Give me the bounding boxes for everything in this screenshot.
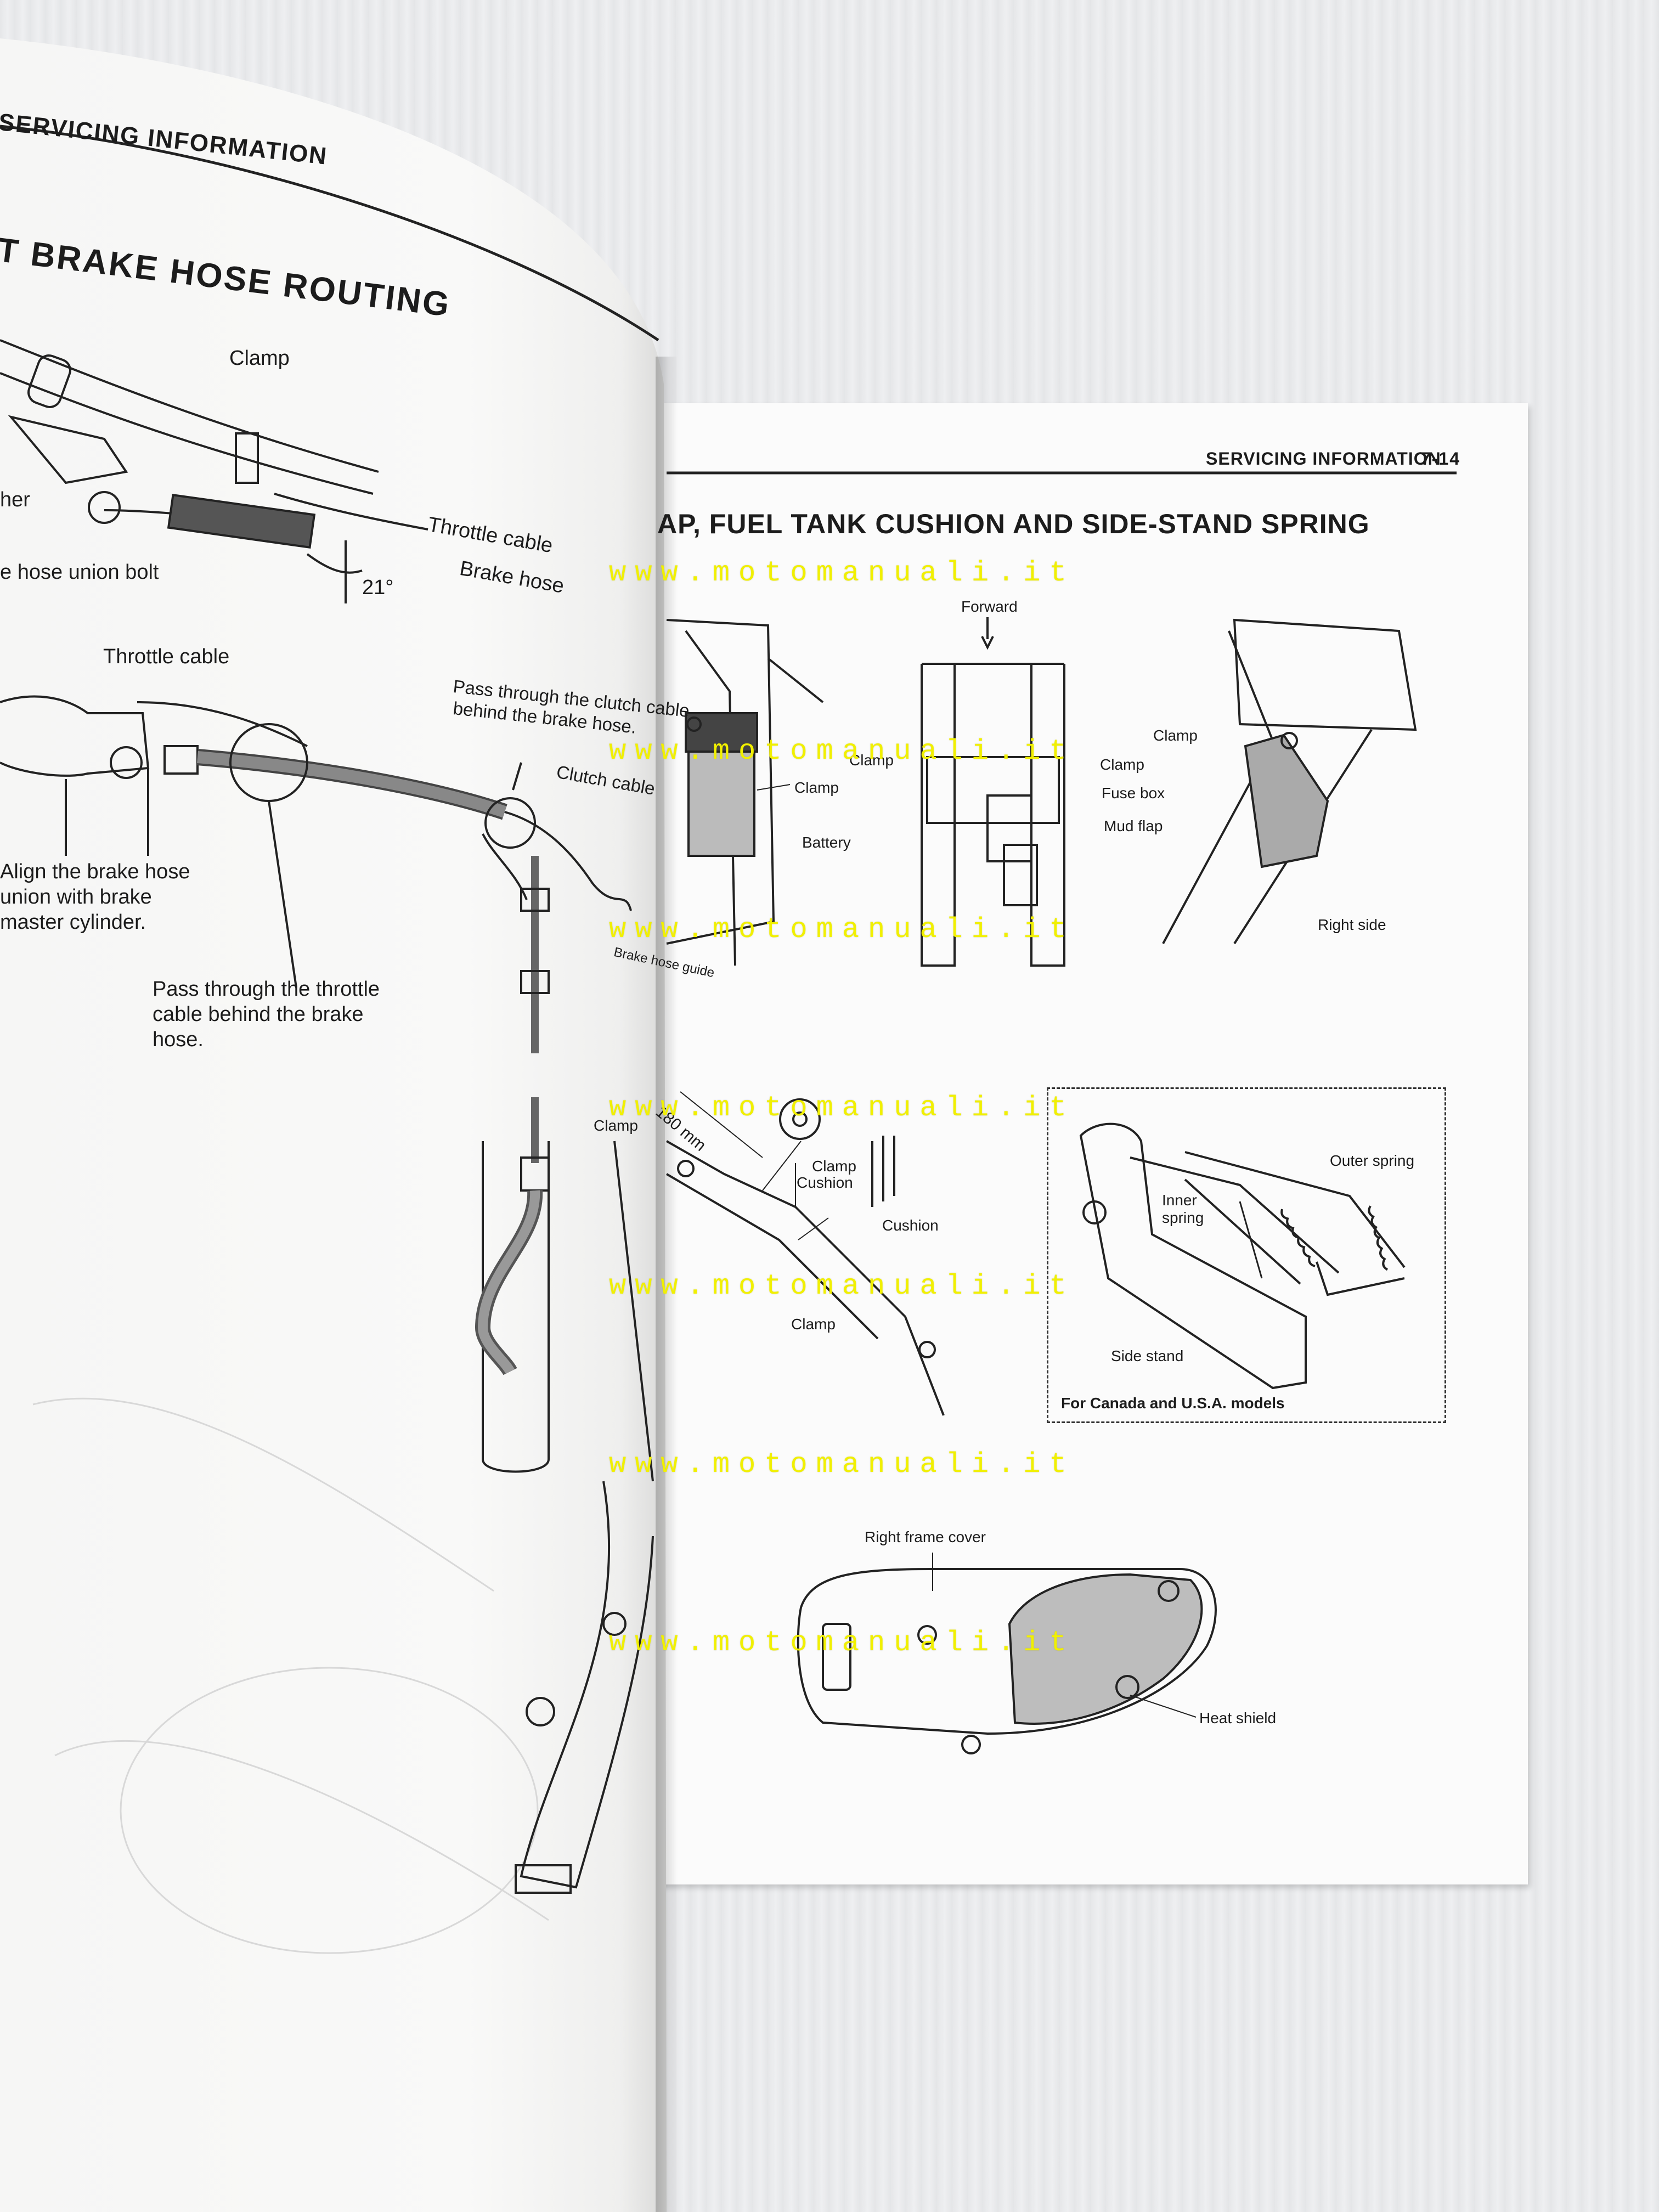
label-outer-spring: Outer spring xyxy=(1330,1152,1415,1169)
label-forward: Forward xyxy=(961,598,1018,615)
label-clamp-4: Clamp xyxy=(1153,727,1198,744)
label-clamp-3: Clamp xyxy=(1100,756,1144,773)
watermark-7: www.motomanuali.it xyxy=(609,1627,1075,1659)
watermark-6: www.motomanuali.it xyxy=(609,1448,1075,1481)
label-clamp-lower: Clamp xyxy=(594,1117,638,1134)
label-cushion-1: Cushion xyxy=(797,1174,853,1191)
label-inner-spring-1: Inner xyxy=(1162,1192,1197,1209)
watermark-3: www.motomanuali.it xyxy=(609,913,1075,946)
page-number: 7-14 xyxy=(1421,449,1461,469)
label-mud-flap: Mud flap xyxy=(1104,817,1163,834)
watermark-2: www.motomanuali.it xyxy=(609,735,1075,768)
left-page xyxy=(0,0,667,2212)
watermark-5: www.motomanuali.it xyxy=(609,1270,1075,1302)
label-washer: her xyxy=(0,488,30,511)
label-align-2: union with brake xyxy=(0,885,152,909)
watermark-1: www.motomanuali.it xyxy=(609,557,1075,589)
label-clamp-2: Clamp xyxy=(794,779,839,796)
label-pass-throttle-1: Pass through the throttle xyxy=(153,978,380,1001)
label-heat-shield: Heat shield xyxy=(1199,1709,1277,1726)
canada-usa-models-box xyxy=(1047,1087,1446,1423)
label-right-frame-cover: Right frame cover xyxy=(865,1528,986,1545)
label-side-stand: Side stand xyxy=(1111,1347,1184,1364)
label-clamp-top: Clamp xyxy=(229,347,290,370)
label-canada-note: For Canada and U.S.A. models xyxy=(1061,1395,1285,1412)
label-fuse-box: Fuse box xyxy=(1102,785,1165,802)
label-pass-throttle-3: hose. xyxy=(153,1028,204,1051)
watermark-4: www.motomanuali.it xyxy=(609,1092,1075,1124)
right-page-title: AP, FUEL TANK CUSHION AND SIDE-STAND SPR… xyxy=(657,509,1370,539)
label-battery: Battery xyxy=(802,834,851,851)
label-angle: 21° xyxy=(362,576,394,599)
page-gutter-shadow xyxy=(656,357,678,2212)
right-page-header: SERVICING INFORMATION xyxy=(1206,449,1441,469)
label-align-1: Align the brake hose xyxy=(0,860,190,883)
label-union-bolt: e hose union bolt xyxy=(0,561,159,584)
label-pass-throttle-2: cable behind the brake xyxy=(153,1003,364,1026)
label-cushion-2: Cushion xyxy=(882,1217,939,1234)
label-align-3: master cylinder. xyxy=(0,911,146,934)
label-right-side: Right side xyxy=(1318,916,1386,933)
label-throttle-cable: Throttle cable xyxy=(103,645,230,668)
label-clamp-1: Clamp xyxy=(849,752,894,769)
label-inner-spring-2: spring xyxy=(1162,1209,1204,1226)
label-clamp-5: Clamp xyxy=(812,1158,856,1175)
label-clamp-6: Clamp xyxy=(791,1316,836,1333)
